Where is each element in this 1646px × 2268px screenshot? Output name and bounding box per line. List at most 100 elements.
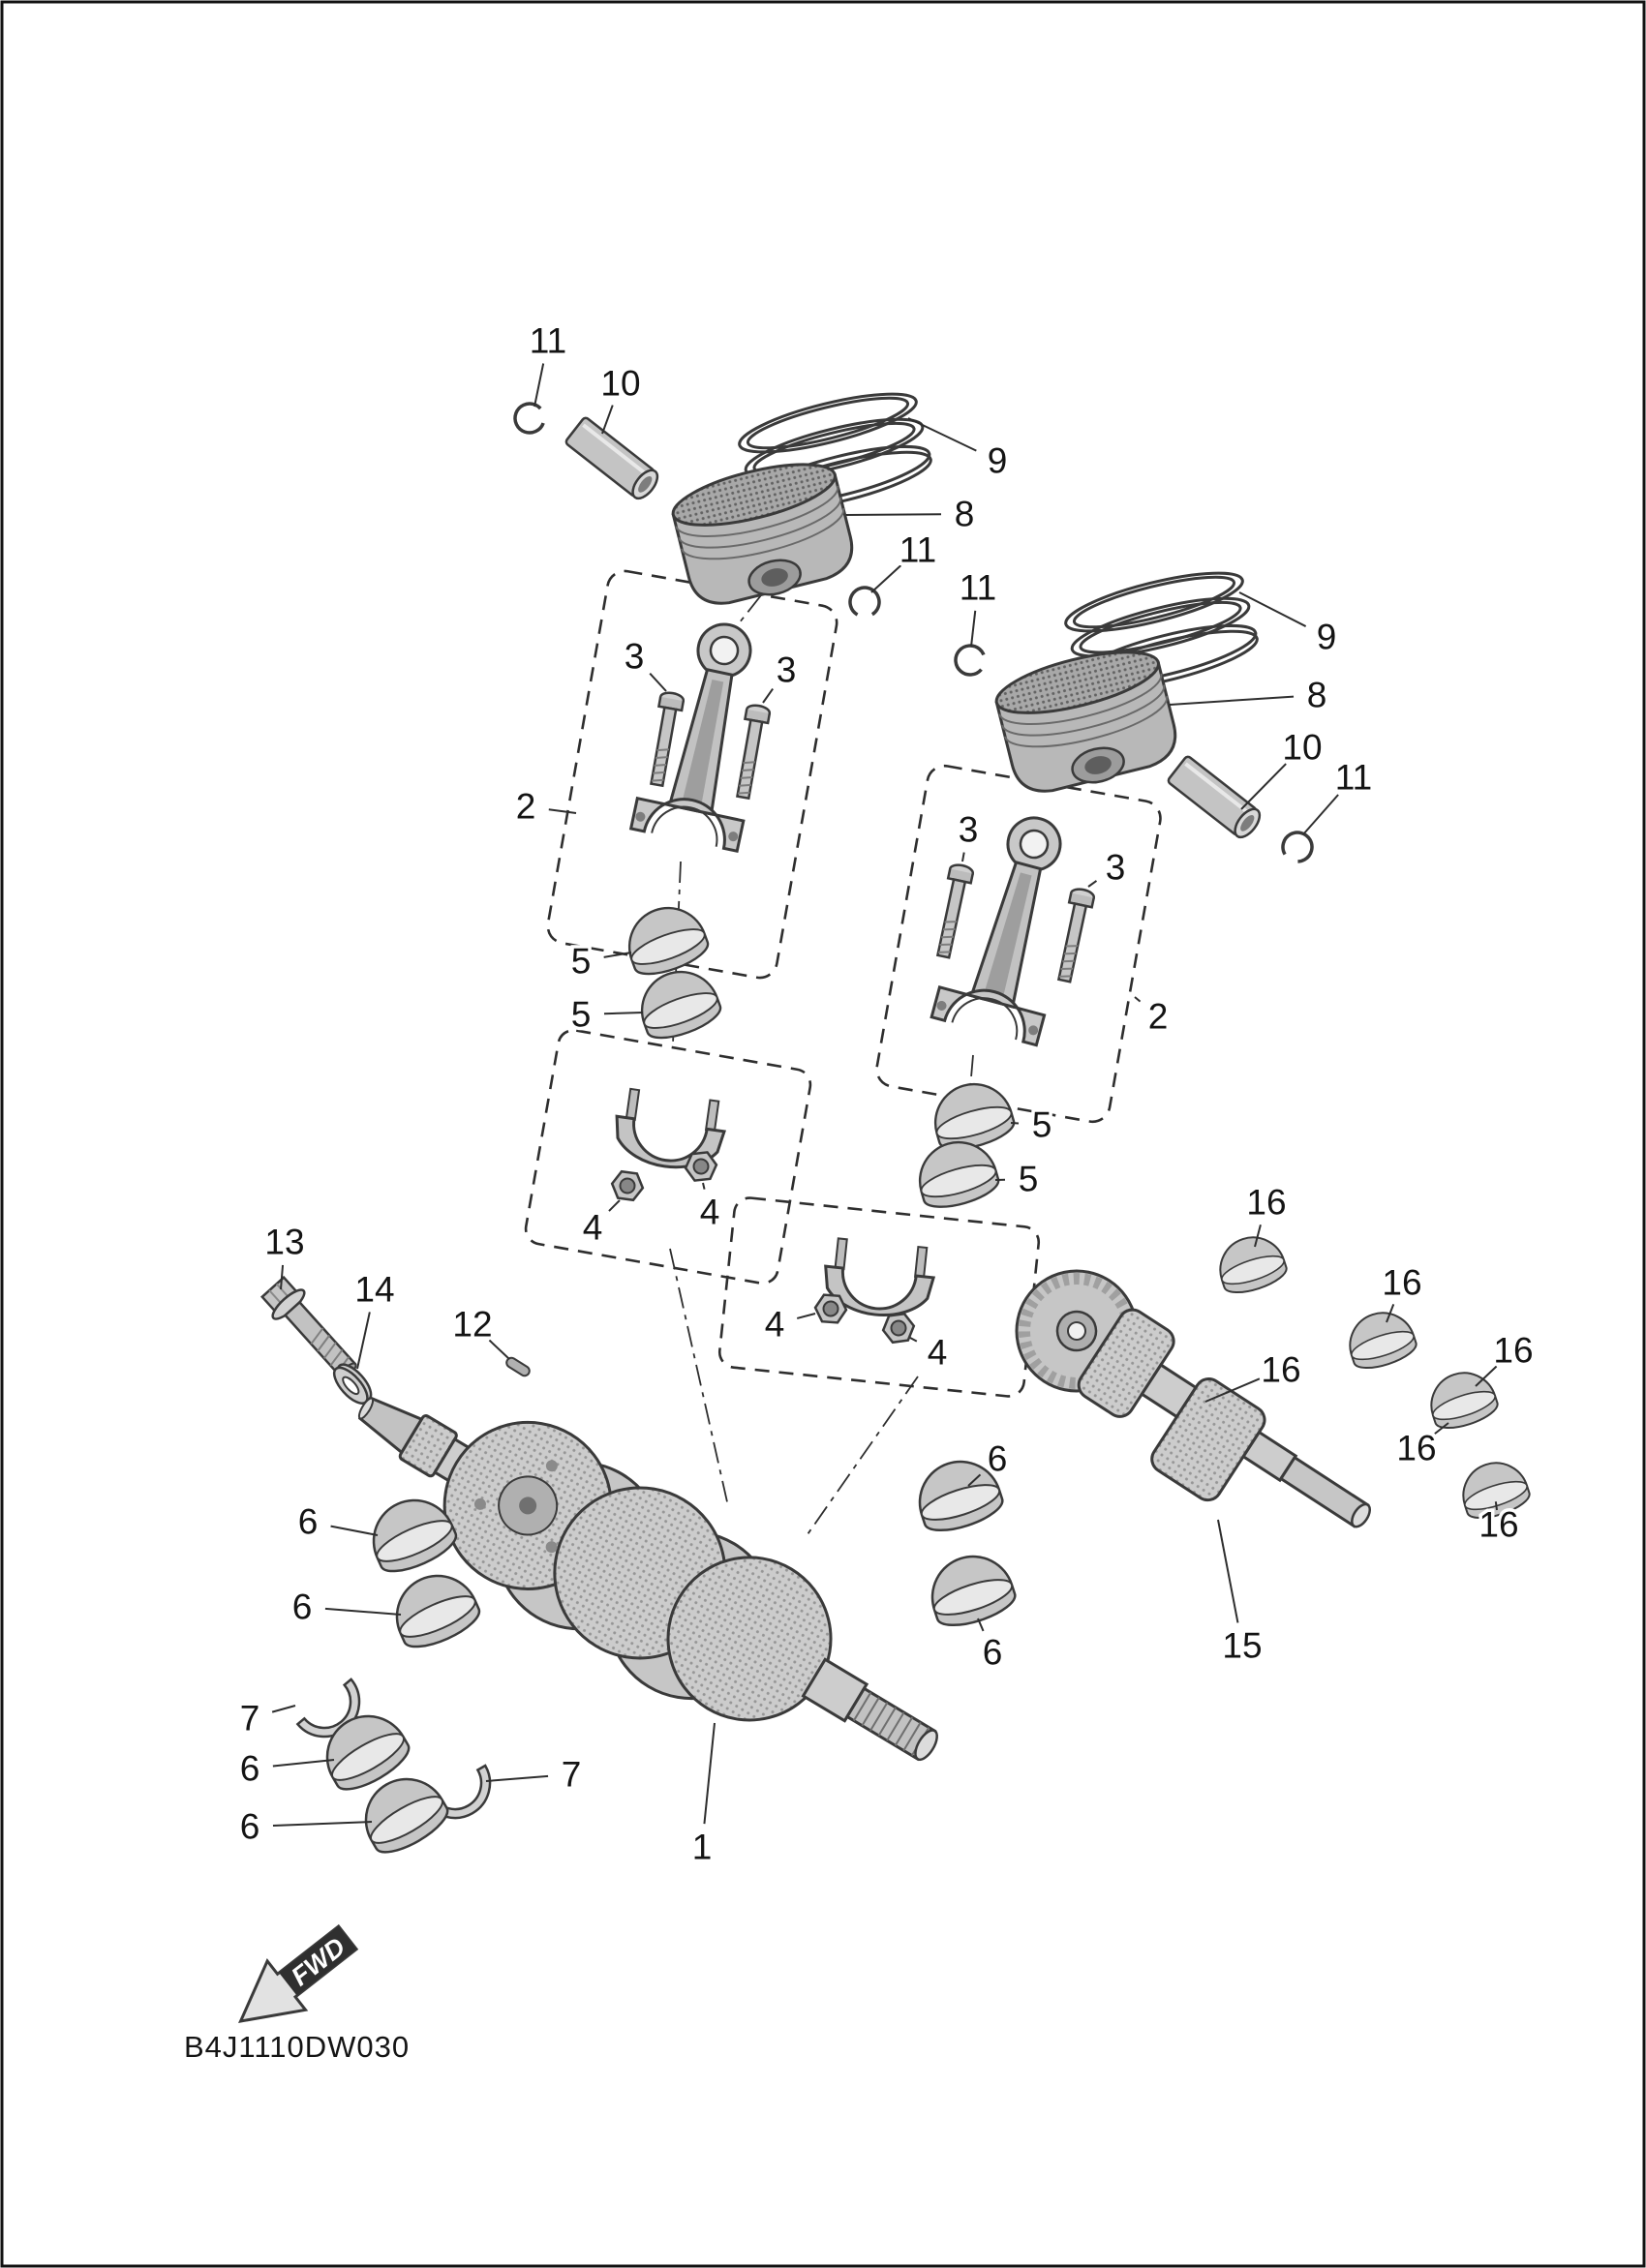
callout-4: 4: [700, 1193, 720, 1232]
balancer-bearing-shell: [1421, 1363, 1503, 1436]
callout-6: 6: [298, 1502, 319, 1542]
callout-6: 6: [240, 1749, 260, 1789]
leader-line: [845, 513, 942, 516]
callout-15: 15: [1222, 1626, 1262, 1666]
piston-pin-clip: [509, 398, 550, 438]
leader-line: [533, 363, 545, 408]
callout-5: 5: [1032, 1105, 1052, 1145]
leader-line: [1302, 794, 1339, 835]
callout-6: 6: [240, 1807, 260, 1847]
leader-line: [1386, 1303, 1395, 1323]
leader-line: [272, 1759, 335, 1768]
leader-line: [1434, 1422, 1449, 1435]
callout-6: 6: [988, 1439, 1008, 1479]
balancer-shaft: [1015, 1269, 1371, 1528]
callout-16: 16: [1478, 1505, 1518, 1545]
callout-16: 16: [1382, 1263, 1421, 1303]
callout-2: 2: [516, 787, 536, 827]
callout-16: 16: [1396, 1429, 1436, 1468]
leader-line: [1254, 1224, 1262, 1248]
leader-line: [870, 564, 901, 593]
callout-3: 3: [1106, 848, 1126, 888]
piston: [990, 638, 1185, 803]
callout-13: 13: [264, 1223, 304, 1262]
crankshaft: [357, 1396, 938, 1762]
callout-9: 9: [988, 441, 1008, 481]
balancer-bearing-shell: [1210, 1227, 1292, 1300]
rodcap-group-box-2: [717, 1196, 1041, 1398]
leader-line: [1240, 763, 1287, 810]
rodcap-group-box-1: [524, 1029, 812, 1285]
callout-12: 12: [452, 1305, 492, 1345]
leader-line: [909, 1337, 918, 1343]
leader-line: [608, 1199, 621, 1212]
callout-11: 11: [899, 530, 936, 570]
leader-line: [1087, 880, 1098, 888]
callout-10: 10: [1282, 728, 1322, 768]
leader-line: [961, 852, 965, 862]
leader-line: [330, 1525, 379, 1536]
leader-line: [1010, 1122, 1020, 1125]
callout-16: 16: [1261, 1350, 1300, 1390]
callout-11: 11: [530, 321, 566, 361]
callout-16: 16: [1493, 1331, 1533, 1371]
callout-7: 7: [562, 1755, 582, 1795]
piston-pin-clip: [1275, 825, 1320, 869]
main-bearing-shell: [920, 1544, 1021, 1635]
leader-line: [970, 610, 977, 648]
callout-5: 5: [571, 942, 592, 982]
leader-line: [702, 1182, 706, 1190]
leader-line: [548, 808, 577, 814]
leader-line: [1204, 1377, 1261, 1403]
connecting-rod-bolt: [730, 702, 773, 801]
leader-line: [1238, 591, 1307, 627]
leader-line: [271, 1705, 296, 1713]
piston-pin-clip: [948, 638, 992, 682]
leader-line: [762, 688, 774, 704]
rod-bearing-shell: [617, 895, 714, 983]
connecting-rod-bolt: [930, 862, 976, 960]
leader-line: [1169, 695, 1295, 706]
leader-line: [1134, 996, 1142, 1003]
callout-4: 4: [928, 1333, 948, 1373]
callout-8: 8: [955, 495, 975, 534]
leader-line: [977, 1618, 985, 1632]
callout-6: 6: [983, 1633, 1003, 1673]
leader-line: [356, 1312, 371, 1370]
balancer-bearing-shell: [1340, 1303, 1421, 1376]
callout-8: 8: [1307, 676, 1327, 715]
leader-line: [485, 1774, 549, 1782]
callout-10: 10: [600, 364, 640, 404]
rod-bearing-shell: [909, 1132, 1004, 1216]
callout-3: 3: [625, 637, 645, 677]
leader-line: [280, 1264, 285, 1290]
callout-7: 7: [240, 1699, 260, 1739]
piston: [666, 450, 862, 616]
callout-11: 11: [1335, 758, 1372, 798]
callout-5: 5: [1019, 1160, 1039, 1199]
callout-6: 6: [292, 1588, 313, 1627]
leader-line: [488, 1339, 510, 1360]
leader-line: [967, 1473, 982, 1487]
callout-4: 4: [583, 1208, 603, 1248]
callout-9: 9: [1317, 618, 1337, 657]
leader-line: [272, 1821, 373, 1828]
callout-3: 3: [777, 650, 797, 690]
main-bearing-shell: [382, 1561, 486, 1657]
leader-line: [649, 673, 667, 692]
leader-line: [1475, 1365, 1498, 1387]
leader-line: [603, 952, 632, 958]
leader-line: [703, 1722, 716, 1825]
leader-line: [796, 1313, 816, 1319]
leader-line: [907, 417, 977, 452]
diagram-code: B4J1110DW030: [184, 2030, 410, 2064]
callout-1: 1: [692, 1828, 713, 1867]
connecting-rod-bolt: [1052, 886, 1097, 984]
callout-3: 3: [959, 810, 979, 850]
fwd-arrow: FWD: [238, 1923, 359, 2023]
rod-nut: [608, 1168, 647, 1203]
